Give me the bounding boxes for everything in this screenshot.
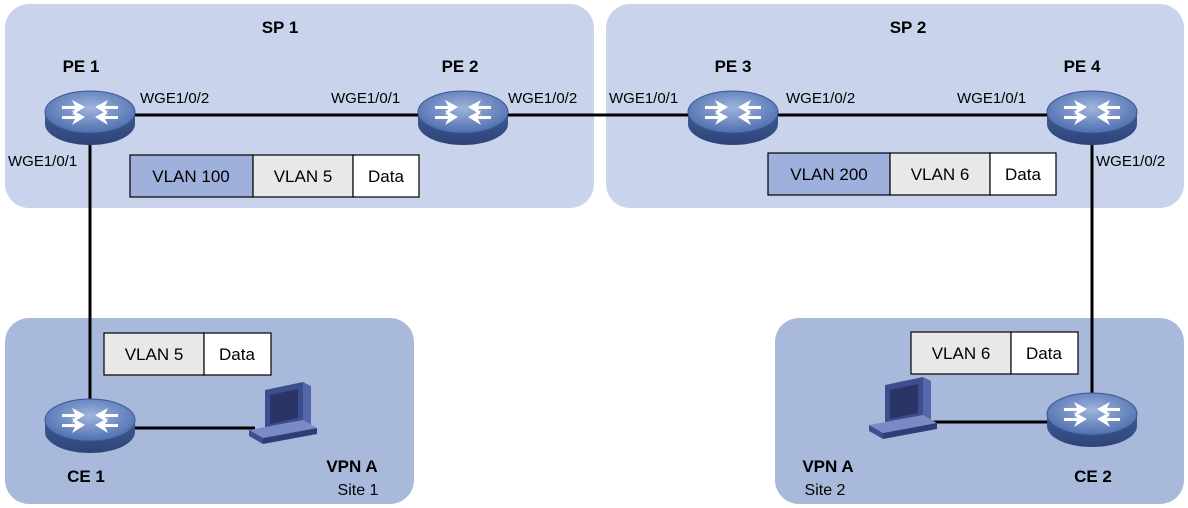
pe3-router-icon (687, 90, 779, 146)
pe2-intf-wge101: WGE1/0/1 (331, 90, 400, 107)
sp2-data-field (989, 152, 1057, 196)
pe4-router-icon (1046, 90, 1138, 146)
site1-data-label: Data (219, 345, 255, 364)
sp1-frame: VLAN 100 VLAN 5 Data (129, 154, 420, 198)
site1-data-field (203, 332, 272, 376)
pe3-label: PE 3 (715, 57, 752, 76)
sp1-data-field (352, 154, 420, 198)
site2-vlan-label: VLAN 6 (932, 344, 991, 363)
sp2-inner-vlan-label: VLAN 6 (911, 165, 970, 184)
site2-data-field (1010, 331, 1079, 375)
pe1-intf-wge101: WGE1/0/1 (8, 153, 77, 170)
pe2-router-icon (417, 90, 509, 146)
pe3-intf-wge102: WGE1/0/2 (786, 90, 855, 107)
pe1-intf-wge102: WGE1/0/2 (140, 90, 209, 107)
sp2-title: SP 2 (890, 18, 927, 37)
site1-vlan-label: VLAN 5 (125, 345, 184, 364)
pe4-intf-wge102: WGE1/0/2 (1096, 153, 1165, 170)
site2-vpn-label: VPN A (802, 457, 853, 476)
site2-vlan-tag (910, 331, 1012, 375)
ce2-label: CE 2 (1074, 467, 1112, 486)
sp2-data-label: Data (1005, 165, 1041, 184)
site2-data-label: Data (1026, 344, 1062, 363)
ce1-router-icon (44, 398, 136, 454)
sp2-frame: VLAN 200 VLAN 6 Data (767, 152, 1057, 196)
pe3-intf-wge101: WGE1/0/1 (609, 90, 678, 107)
site2-area (775, 318, 1184, 504)
ce2-router-icon (1046, 392, 1138, 448)
pe4-label: PE 4 (1064, 57, 1101, 76)
ce1-label: CE 1 (67, 467, 105, 486)
site1-vlan-tag (103, 332, 205, 376)
site1-frame: VLAN 5 Data (103, 332, 272, 376)
pe1-label: PE 1 (63, 57, 100, 76)
sp1-title: SP 1 (262, 18, 299, 37)
site2-frame: VLAN 6 Data (910, 331, 1079, 375)
sp2-outer-vlan-label: VLAN 200 (790, 165, 868, 184)
pe2-label: PE 2 (442, 57, 479, 76)
site2-name-label: Site 2 (805, 482, 846, 499)
pe2-intf-wge102: WGE1/0/2 (508, 90, 577, 107)
sp1-outer-vlan-label: VLAN 100 (152, 167, 230, 186)
pe4-intf-wge101: WGE1/0/1 (957, 90, 1026, 107)
sp1-data-label: Data (368, 167, 404, 186)
sp1-inner-vlan-label: VLAN 5 (274, 167, 333, 186)
sp1-outer-vlan-tag (129, 154, 254, 198)
pe1-router-icon (44, 90, 136, 146)
site1-vpn-label: VPN A (326, 457, 377, 476)
site1-name-label: Site 1 (338, 482, 379, 499)
sp2-inner-vlan-tag (889, 152, 991, 196)
